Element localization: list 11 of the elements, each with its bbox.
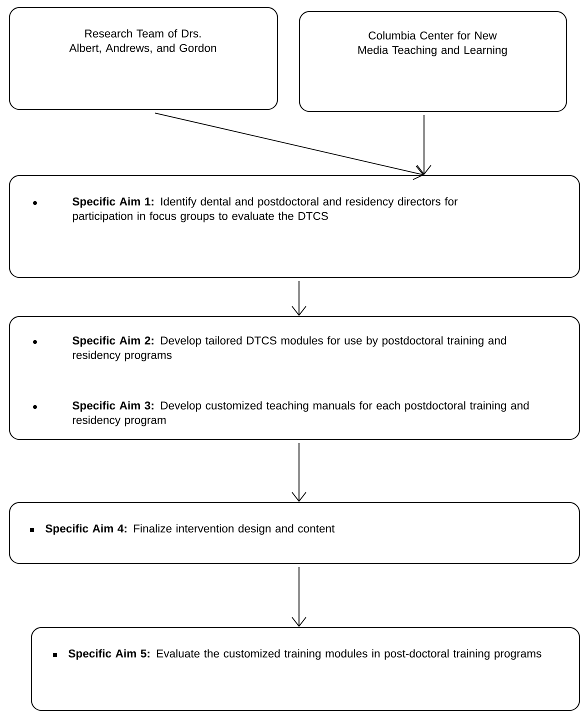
process-box: Research Team of Drs. Albert, Andrews, and Gordon	[9, 7, 278, 110]
process-box: Columbia Center for New Media Teaching and Learning	[299, 11, 567, 112]
process-box: Specific Aim 4: Finalize intervention design and content	[9, 502, 580, 564]
process-box: Specific Aim 2: Develop tailored DTCS modules for use by postdoctoral training and residency programs Specific Aim 3: Develop customized teaching manuals for each postdoctoral training and residency program	[9, 316, 580, 440]
arrow	[154, 112, 424, 180]
process-box: Specific Aim 1: Identify dental and postdoctoral and residency directors for participation in focus groups to evaluate the DTCS	[9, 175, 580, 278]
arrow	[292, 566, 306, 627]
arrow	[416, 114, 432, 175]
arrow	[292, 442, 306, 502]
process-box: Specific Aim 5: Evaluate the customized training modules in post-doctoral training programs	[31, 627, 580, 711]
arrow	[292, 280, 306, 316]
